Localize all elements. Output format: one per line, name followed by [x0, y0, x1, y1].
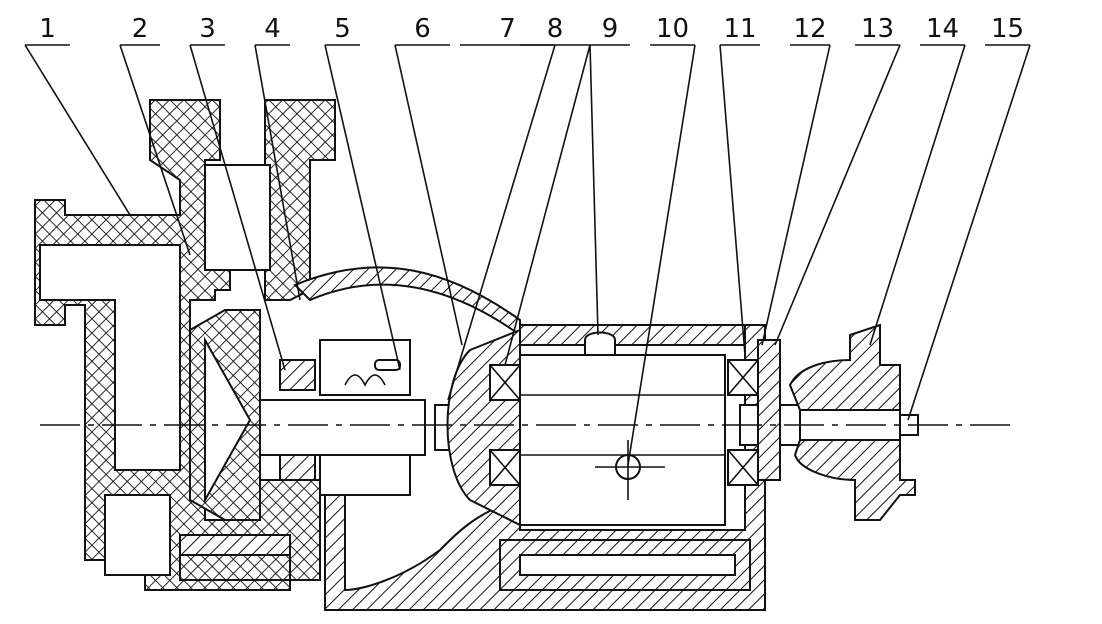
leader-line	[504, 44, 591, 366]
callout-number: 7	[499, 14, 516, 44]
callout-8: 8	[504, 14, 591, 366]
callout-number: 2	[132, 14, 149, 44]
callout-14: 14	[869, 14, 966, 346]
callout-number: 13	[861, 14, 894, 44]
callout-number: 14	[926, 14, 959, 44]
leader-line	[869, 44, 966, 346]
callout-9: 9	[589, 14, 630, 336]
leader-line	[324, 44, 401, 371]
callout-13: 13	[774, 14, 901, 346]
leader-line	[761, 44, 831, 346]
leader-line	[774, 44, 901, 346]
callout-number: 8	[547, 14, 564, 44]
callout-2: 2	[119, 14, 191, 256]
leader-line	[254, 44, 301, 301]
callout-11: 11	[719, 14, 760, 356]
leader-line	[24, 44, 131, 216]
callout-10: 10	[627, 14, 696, 466]
callout-number: 12	[793, 14, 826, 44]
leader-line	[907, 44, 1031, 421]
bearing-housing	[446, 328, 781, 527]
callout-number: 9	[602, 14, 619, 44]
callout-number: 4	[264, 14, 281, 44]
callout-6: 6	[394, 14, 463, 346]
coupling	[788, 323, 916, 521]
callout-1: 1	[24, 14, 131, 216]
leader-line	[119, 44, 191, 256]
callout-3: 3	[189, 14, 286, 371]
callout-number: 11	[723, 14, 756, 44]
pump-casing	[34, 99, 336, 591]
callout-5: 5	[324, 14, 401, 371]
callout-number: 10	[656, 14, 689, 44]
leader-line	[189, 44, 286, 371]
callout-number: 3	[199, 14, 216, 44]
callout-15: 15	[907, 14, 1031, 421]
leader-line	[394, 44, 463, 346]
callout-number: 15	[991, 14, 1024, 44]
leader-line	[719, 44, 760, 356]
callout-number: 5	[334, 14, 351, 44]
callout-number: 1	[39, 14, 56, 44]
leader-line	[589, 44, 630, 336]
callout-4: 4	[254, 14, 301, 301]
callout-12: 12	[761, 14, 831, 346]
leader-line	[627, 44, 696, 466]
callout-number: 6	[414, 14, 431, 44]
impeller	[179, 309, 291, 556]
